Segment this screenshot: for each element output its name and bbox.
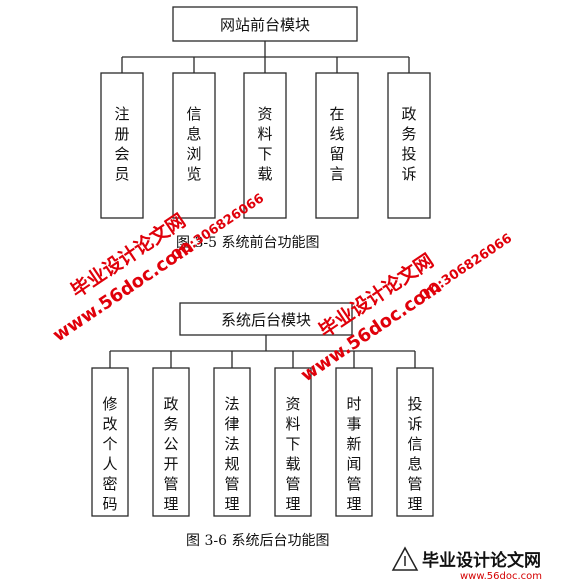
front-module-diagram: 网站前台模块 注册会员 信息浏览 资料下载 在线留言 政务投诉 图 3-5 系统… [100,6,431,251]
front-child-label-browse: 信息浏览 [186,105,201,183]
back-caption: 图 3-6 系统后台功能图 [186,533,329,549]
front-child-box [387,72,431,219]
site-logo: 毕业设计论文网 www.56doc.com [391,546,542,582]
watermark-right: www.56doc.com QQ:306826066 毕业设计论文网 [297,231,515,386]
logo-url: www.56doc.com [460,571,542,582]
back-child-label-complaint: 投诉信息管理 [407,395,422,513]
back-child-box [152,367,190,517]
back-child-box [335,367,373,517]
back-child-label-law: 法律法规管理 [224,395,239,513]
front-child-label-register: 注册会员 [114,105,129,183]
back-child-box [91,367,129,517]
back-root-box [179,302,353,336]
front-child-label-download: 资料下载 [257,105,272,183]
back-child-label-password: 修改个人密码 [102,395,117,513]
logo-name: 毕业设计论文网 [422,550,541,571]
front-child-box [172,72,216,219]
front-child-box [315,72,359,219]
front-child-label-complaint: 政务投诉 [401,105,416,183]
front-root-box [172,6,358,42]
back-module-diagram: 系统后台模块 修改个人密码 政务公开管理 法律法规管理 资料下载管理 时事新闻管… [91,302,434,549]
front-child-label-message: 在线留言 [329,105,344,183]
back-child-box [213,367,251,517]
back-child-box [396,367,434,517]
front-child-box [243,72,287,219]
front-child-box [100,72,144,219]
back-root-label: 系统后台模块 [221,311,311,329]
front-root-label: 网站前台模块 [220,16,310,34]
back-child-label-download: 资料下载管理 [285,395,300,513]
back-child-label-news: 时事新闻管理 [346,395,361,513]
front-caption: 图 3-5 系统前台功能图 [176,234,319,251]
back-child-box [274,367,312,517]
back-child-label-affairs: 政务公开管理 [163,395,178,513]
